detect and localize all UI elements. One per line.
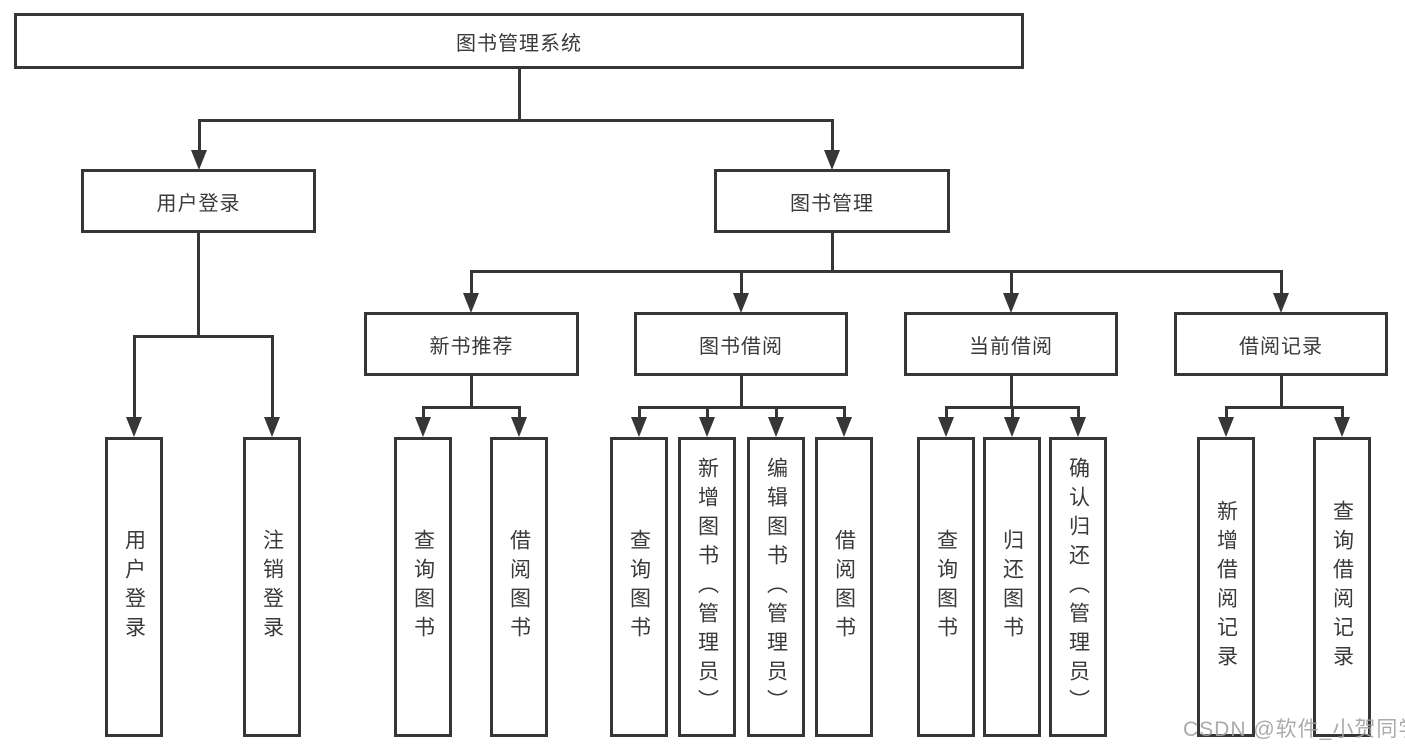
- connector-line: [470, 270, 473, 294]
- connector-line: [1225, 406, 1228, 418]
- leaf-label: 新增图书（管理员）: [695, 456, 719, 718]
- arrow-down-icon: [415, 417, 431, 437]
- connector-line: [198, 119, 834, 122]
- connector-line: [1077, 406, 1080, 418]
- connector-line: [945, 406, 948, 418]
- connector-line: [740, 375, 743, 408]
- leaf-label: 确认归还（管理员）: [1066, 456, 1090, 718]
- leaf-query-borrow-record: 查询借阅记录: [1313, 437, 1371, 737]
- arrow-down-icon: [1004, 417, 1020, 437]
- arrow-down-icon: [126, 417, 142, 437]
- leaf-label: 查询借阅记录: [1330, 500, 1354, 674]
- node-user-login: 用户登录: [81, 169, 316, 233]
- node-borrowing-records: 借阅记录: [1174, 312, 1388, 376]
- arrow-down-icon: [191, 150, 207, 170]
- node-book-borrowing: 图书借阅: [634, 312, 848, 376]
- leaf-add-books-admin: 新增图书（管理员）: [678, 437, 736, 737]
- connector-line: [271, 335, 274, 417]
- leaf-edit-books-admin: 编辑图书（管理员）: [747, 437, 805, 737]
- connector-line: [831, 231, 834, 272]
- leaf-return-books: 归还图书: [983, 437, 1041, 737]
- leaf-confirm-return-admin: 确认归还（管理员）: [1049, 437, 1107, 737]
- leaf-logout: 注销登录: [243, 437, 301, 737]
- arrow-down-icon: [264, 417, 280, 437]
- connector-line: [422, 406, 521, 409]
- arrow-down-icon: [631, 417, 647, 437]
- connector-line: [197, 231, 200, 336]
- leaf-label: 归还图书: [1000, 529, 1024, 645]
- connector-line: [198, 119, 201, 150]
- arrow-down-icon: [768, 417, 784, 437]
- connector-line: [1280, 375, 1283, 408]
- connector-line: [133, 335, 274, 338]
- connector-line: [1225, 406, 1344, 409]
- arrow-down-icon: [463, 293, 479, 313]
- connector-line: [133, 335, 136, 417]
- arrow-down-icon: [1003, 293, 1019, 313]
- node-new-book-recommendation: 新书推荐: [364, 312, 579, 376]
- arrow-down-icon: [1334, 417, 1350, 437]
- arrow-down-icon: [699, 417, 715, 437]
- node-book-management: 图书管理: [714, 169, 950, 233]
- arrow-down-icon: [836, 417, 852, 437]
- node-library-management-system: 图书管理系统: [14, 13, 1024, 69]
- leaf-label: 用户登录: [122, 529, 146, 645]
- leaf-user-login: 用户登录: [105, 437, 163, 737]
- arrow-down-icon: [733, 293, 749, 313]
- leaf-query-books-3: 查询图书: [917, 437, 975, 737]
- leaf-query-books-1: 查询图书: [394, 437, 452, 737]
- arrow-down-icon: [1070, 417, 1086, 437]
- connector-line: [775, 406, 778, 418]
- connector-line: [470, 375, 473, 408]
- connector-line: [470, 270, 1283, 273]
- connector-line: [422, 406, 425, 418]
- connector-line: [1010, 270, 1013, 294]
- connector-line: [518, 68, 521, 120]
- leaf-query-books-2: 查询图书: [610, 437, 668, 737]
- leaf-label: 查询图书: [934, 529, 958, 645]
- leaf-label: 借阅图书: [507, 529, 531, 645]
- node-current-borrowing: 当前借阅: [904, 312, 1118, 376]
- leaf-borrow-books-2: 借阅图书: [815, 437, 873, 737]
- connector-line: [638, 406, 846, 409]
- leaf-borrow-books-1: 借阅图书: [490, 437, 548, 737]
- leaf-label: 编辑图书（管理员）: [764, 456, 788, 718]
- connector-line: [831, 119, 834, 150]
- arrow-down-icon: [938, 417, 954, 437]
- connector-line: [638, 406, 641, 418]
- leaf-label: 查询图书: [411, 529, 435, 645]
- arrow-down-icon: [511, 417, 527, 437]
- leaf-label: 新增借阅记录: [1214, 500, 1238, 674]
- arrow-down-icon: [1218, 417, 1234, 437]
- arrow-down-icon: [824, 150, 840, 170]
- connector-line: [706, 406, 709, 418]
- leaf-add-borrow-record: 新增借阅记录: [1197, 437, 1255, 737]
- arrow-down-icon: [1273, 293, 1289, 313]
- connector-line: [1280, 270, 1283, 294]
- connector-line: [1010, 375, 1013, 408]
- watermark: CSDN @软件_小贺同学: [1183, 718, 1405, 741]
- leaf-label: 查询图书: [627, 529, 651, 645]
- leaf-label: 注销登录: [260, 529, 284, 645]
- connector-line: [1341, 406, 1344, 418]
- connector-line: [518, 406, 521, 418]
- connector-line: [740, 270, 743, 294]
- leaf-label: 借阅图书: [832, 529, 856, 645]
- connector-line: [843, 406, 846, 418]
- connector-line: [1011, 406, 1014, 418]
